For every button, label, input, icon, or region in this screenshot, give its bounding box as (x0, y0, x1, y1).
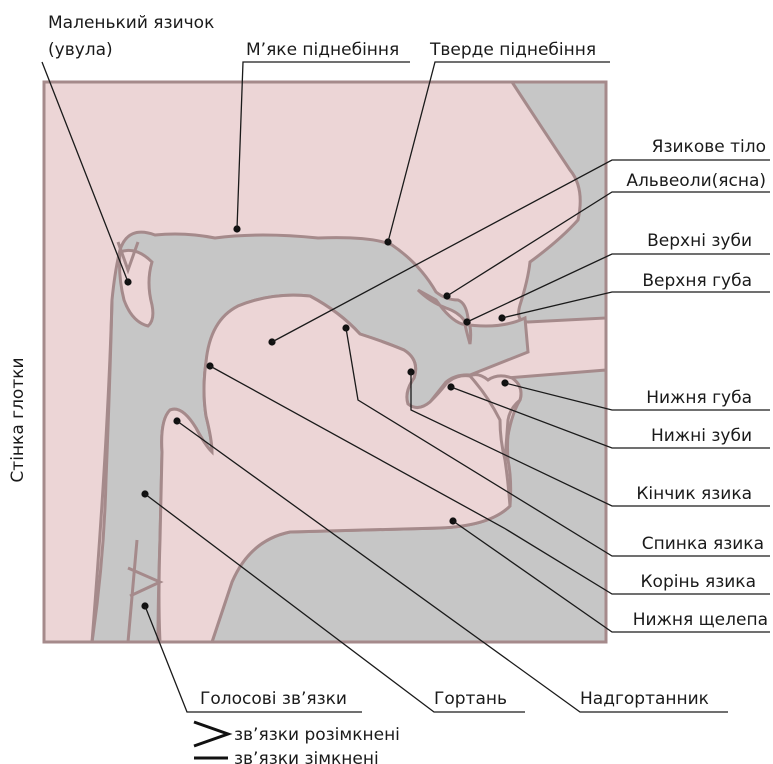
larynx-label: Гортань (434, 689, 507, 709)
vocal-cords-label: Голосові зв’язки (200, 689, 347, 709)
uvula-label-line2: (увула) (48, 40, 113, 60)
legend-open-label: зв’язки розімкнені (234, 725, 400, 745)
lower-jaw-label: Нижня щелепа (633, 610, 768, 630)
legend: зв’язки розімкнені зв’язки зімкнені (194, 722, 400, 764)
upper-lip-label: Верхня губа (642, 271, 752, 291)
upper-teeth-label: Верхні зуби (647, 231, 752, 251)
tongue-body-label: Язикове тіло (652, 137, 766, 157)
alveoli-label: Альвеоли(ясна) (626, 171, 766, 191)
tongue-tip-label: Кінчик язика (636, 484, 752, 504)
soft-palate-label: М’яке піднебіння (246, 40, 399, 60)
lower-lip-label: Нижня губа (646, 388, 752, 408)
pharynx-wall-label: Стінка глотки (8, 357, 28, 482)
uvula-label-line1: Маленький язичок (48, 13, 214, 33)
tongue-back-label: Спинка язика (642, 534, 764, 554)
lower-teeth-label: Нижні зуби (651, 426, 752, 446)
legend-closed-label: зв’язки зімкнені (234, 749, 379, 764)
cords-open-glyph (194, 722, 228, 746)
hard-palate-label: Тверде піднебіння (429, 40, 596, 60)
epiglottis-label: Надгортанник (580, 689, 709, 709)
tongue-root-label: Корінь язика (640, 572, 756, 592)
